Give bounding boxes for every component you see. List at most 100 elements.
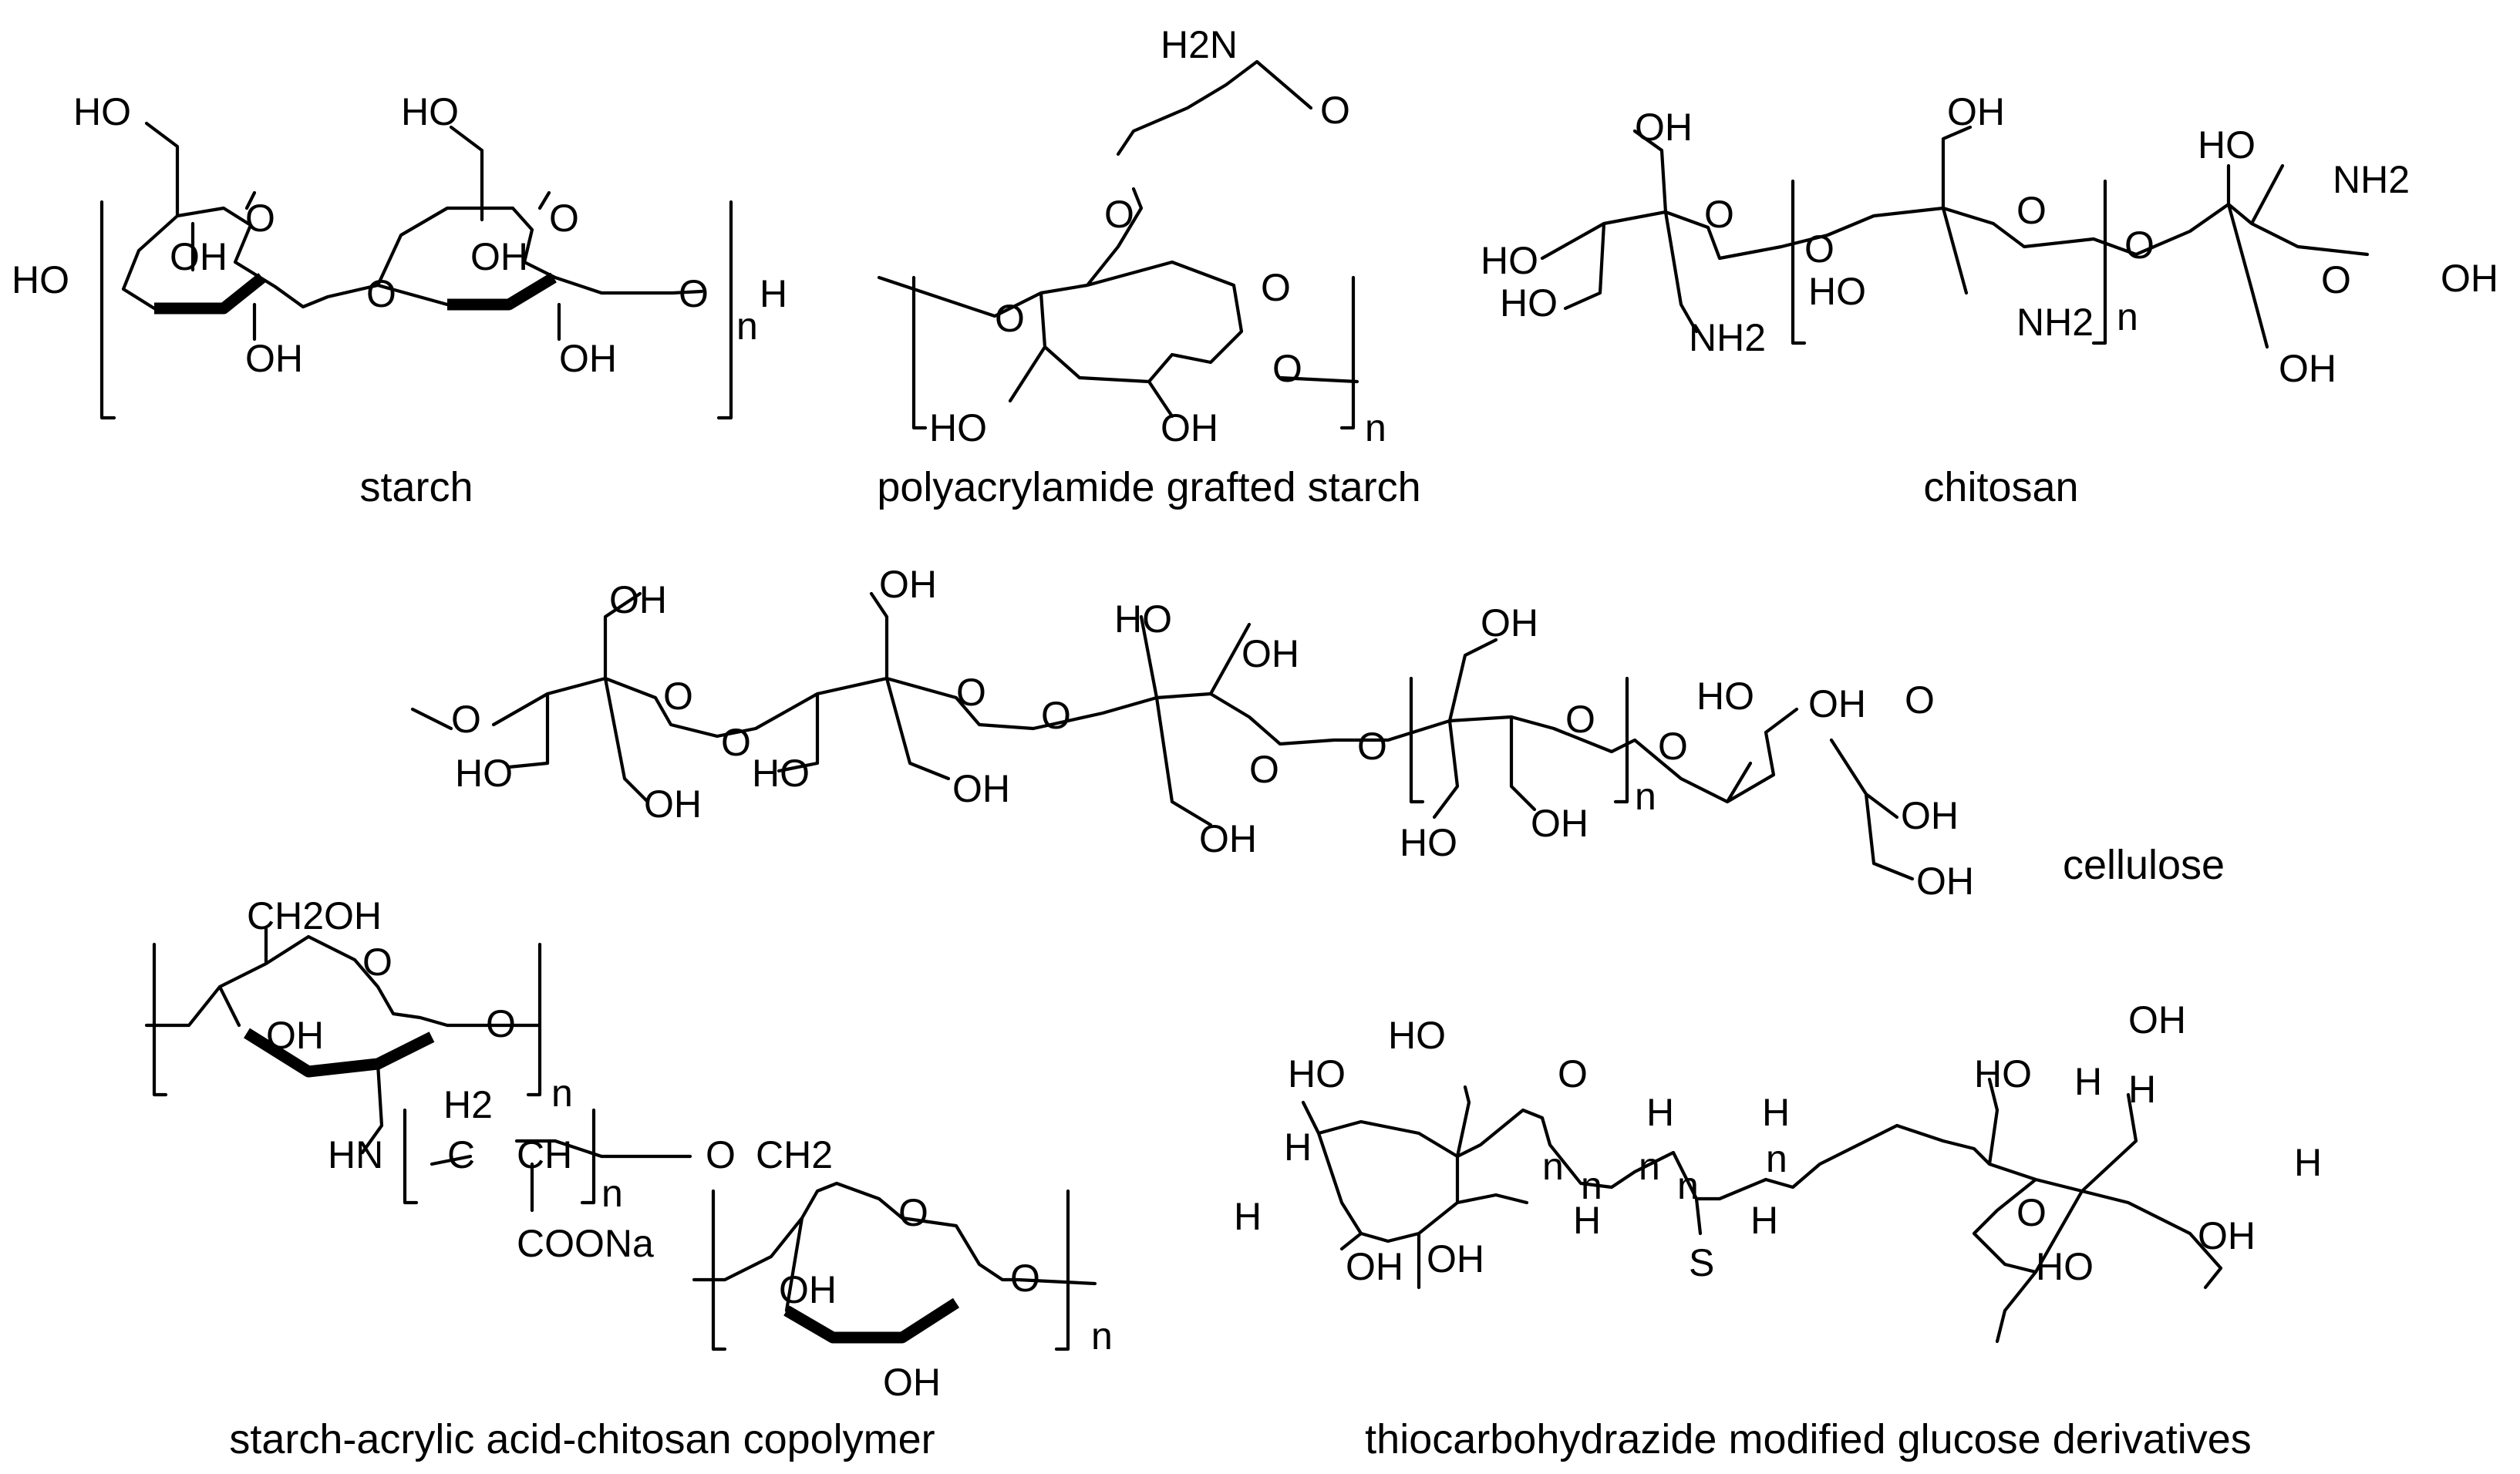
chitosan-atom: HO <box>1808 270 1866 313</box>
tch-atom: OH <box>2198 1214 2256 1257</box>
tch-atom: H <box>1284 1126 1312 1169</box>
tch-atom: H <box>1646 1091 1674 1134</box>
chitosan-atom: HO <box>2198 123 2256 167</box>
chitosan-bonds <box>1540 125 2370 349</box>
starch-atom: OH <box>470 235 528 278</box>
pam-atom: O <box>995 297 1025 340</box>
pam-starch-bonds <box>877 59 1359 430</box>
chitosan-atom: O <box>2016 189 2047 232</box>
starch-atom: n <box>736 305 758 348</box>
cellulose-atom: OH <box>1481 601 1538 644</box>
starch-atom: HO <box>12 258 69 301</box>
cellulose-atom: OH <box>1531 802 1588 845</box>
starch-atom: HO <box>401 90 459 133</box>
chitosan-atom: n <box>2117 295 2138 338</box>
tch-atom: O <box>2016 1191 2047 1234</box>
tch-atom: OH <box>1427 1237 1484 1280</box>
starch-atom: OH <box>245 337 303 380</box>
structure-chitosan: OH OH HO NH2 O O HO O O OH HO HO O NH2 N… <box>1481 90 2498 510</box>
chitosan-atom: NH2 <box>2016 301 2094 344</box>
sac-atom: O <box>486 1002 516 1045</box>
tch-atom: H <box>2074 1060 2102 1103</box>
cellulose-atom: O <box>1041 694 1071 737</box>
cellulose-atom: HO <box>752 752 810 795</box>
sac-atom: CH2OH <box>247 894 382 937</box>
tch-atom: HO <box>2036 1245 2094 1288</box>
tch-atom: H <box>1762 1091 1790 1134</box>
pam-atom: O <box>1272 347 1302 390</box>
chitosan-atom: O <box>2124 224 2154 267</box>
sac-atom: n <box>601 1172 623 1215</box>
tch-atom: H <box>1234 1195 1262 1238</box>
tch-atom: H <box>2128 1068 2156 1111</box>
chitosan-atom: O <box>2321 258 2351 301</box>
tch-atom: OH <box>2128 998 2186 1042</box>
starch-atom: O <box>679 272 709 315</box>
structure-pam-starch: H2N O O O O O HO OH n polyacrylamide gra… <box>877 23 1420 510</box>
cellulose-atom: O <box>1905 678 1935 722</box>
cellulose-atom: OH <box>1808 682 1866 725</box>
starch-wedge-bonds <box>154 272 557 315</box>
sac-atom: O <box>1010 1257 1040 1300</box>
cellulose-atom: OH <box>1241 632 1299 675</box>
cellulose-atom: HO <box>1400 821 1457 864</box>
cellulose-atom: OH <box>1199 817 1257 860</box>
pam-atom: HO <box>929 406 987 449</box>
chitosan-atom: NH2 <box>2333 158 2410 201</box>
starch-atom: O <box>366 272 396 315</box>
pam-atom: n <box>1365 406 1386 449</box>
tch-atom: H <box>1573 1199 1601 1242</box>
structure-starch: HO HO O O HO OH OH O O OH OH n H starch <box>12 90 787 510</box>
structure-sac: CH2OH O OH O n H2 HN C CH n O CH2 O COON… <box>144 894 1113 1462</box>
cellulose-atom: OH <box>879 563 937 606</box>
sac-atom: HN <box>328 1133 383 1176</box>
sac-atom: H2 <box>443 1083 493 1126</box>
structure-tch: HO OH HO O H H HO H H H n n n H H n n O … <box>1234 998 2322 1462</box>
pam-atom: O <box>1320 89 1350 132</box>
sac-atom: OH <box>883 1361 941 1404</box>
tch-atom: H <box>2294 1141 2322 1184</box>
sac-atom: O <box>898 1191 928 1234</box>
cellulose-bonds <box>410 591 1915 881</box>
pam-atom: OH <box>1161 406 1218 449</box>
tch-atom: S <box>1689 1241 1714 1284</box>
cellulose-atom: O <box>1357 725 1387 768</box>
sac-atom: CH2 <box>756 1133 833 1176</box>
cellulose-atom: OH <box>952 767 1010 810</box>
sac-atom: OH <box>266 1014 324 1057</box>
tch-atom: HO <box>1388 1014 1446 1057</box>
caption-starch: starch <box>359 464 473 510</box>
cellulose-atom: O <box>1658 725 1688 768</box>
cellulose-atom: n <box>1635 775 1656 818</box>
starch-atom: O <box>245 197 275 240</box>
cellulose-atom: HO <box>1696 675 1754 718</box>
starch-atom: OH <box>559 337 617 380</box>
structure-cellulose: OH OH HO OH OH HO OH O O O O O O O O O H… <box>410 563 2225 903</box>
cellulose-atom: OH <box>609 578 667 621</box>
sac-atom: n <box>551 1072 573 1115</box>
sac-atom: COONa <box>517 1222 654 1265</box>
sac-bonds <box>144 927 1097 1351</box>
chitosan-atom: OH <box>1635 106 1693 149</box>
tch-atom: OH <box>1346 1245 1403 1288</box>
caption-tch: thiocarbohydrazide modified glucose deri… <box>1365 1416 2252 1462</box>
tch-atom: n <box>1677 1164 1699 1207</box>
cellulose-atom: HO <box>1114 597 1172 641</box>
sac-atom: CH <box>517 1133 572 1176</box>
cellulose-atom: OH <box>1901 794 1959 837</box>
caption-cellulose: cellulose <box>2063 842 2225 888</box>
sac-atom: n <box>1091 1314 1113 1358</box>
pam-atom: H2N <box>1161 23 1238 66</box>
sac-wedge-bonds <box>244 1028 960 1344</box>
starch-atom: HO <box>73 90 131 133</box>
cellulose-atom: OH <box>644 782 702 826</box>
tch-bonds <box>1301 1077 2223 1344</box>
cellulose-atom: OH <box>1916 860 1974 903</box>
starch-atom: OH <box>170 235 227 278</box>
tch-atom: O <box>1558 1052 1588 1095</box>
chitosan-atom: OH <box>1947 90 2005 133</box>
cellulose-atom: O <box>663 675 693 718</box>
sac-atom: O <box>706 1133 736 1176</box>
tch-atom: n <box>1639 1145 1660 1188</box>
